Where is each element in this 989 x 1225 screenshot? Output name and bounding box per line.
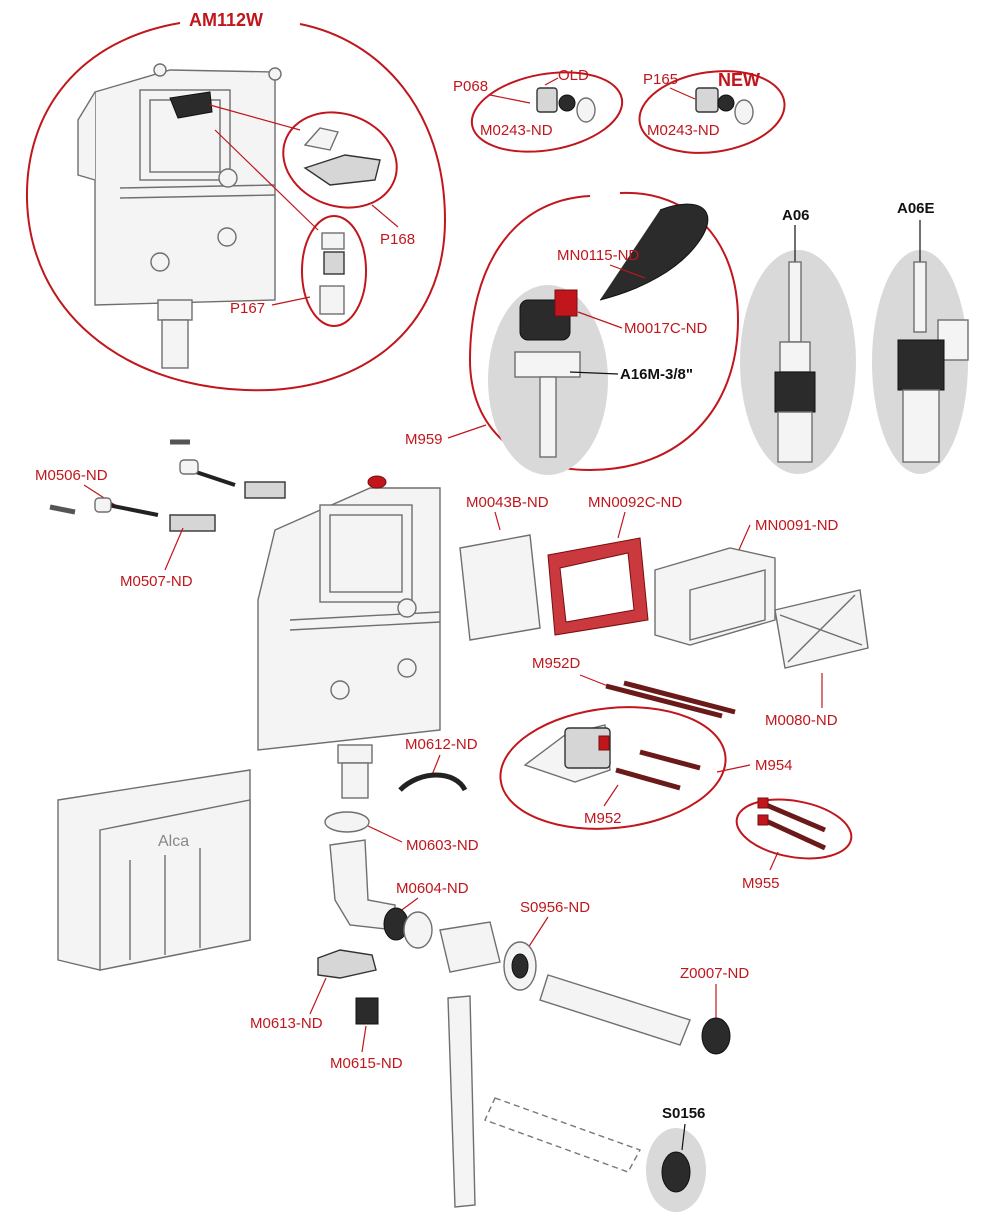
main-cistern-drawing — [257, 475, 441, 799]
m0243-new-label: M0243-ND — [647, 122, 720, 139]
old-valve-parts — [536, 87, 596, 123]
am112w-group: AM112W P168 — [25, 10, 447, 392]
a06-group: A06 — [740, 207, 856, 474]
m952-label: M952 — [584, 810, 622, 827]
a06-label: A06 — [782, 207, 810, 224]
s0156-label: S0156 — [662, 1105, 705, 1122]
new-group: P165 NEW M0243-ND — [638, 70, 786, 154]
m0017c-label: M0017C-ND — [624, 320, 708, 337]
m959-label: M959 — [405, 431, 443, 448]
m954-actuator — [523, 724, 611, 783]
m0615-clip — [355, 997, 379, 1025]
a06e-flush-valve — [897, 261, 969, 463]
m0615-label: M0615-ND — [330, 1055, 403, 1072]
m0043b-plate — [459, 534, 541, 641]
old-label: OLD — [558, 67, 589, 84]
anchor-bolts — [49, 439, 286, 532]
pipe-connector — [439, 921, 501, 973]
dashed-pipe — [484, 1097, 642, 1173]
m0604-label: M0604-ND — [396, 880, 469, 897]
s0956-label: S0956-ND — [520, 899, 590, 916]
m0080-label: M0080-ND — [765, 712, 838, 729]
m952d-label: M952D — [532, 655, 581, 672]
a06-flush-valve — [774, 261, 816, 463]
m954-label: M954 — [755, 757, 793, 774]
mn0092c-label: MN0092C-ND — [588, 494, 682, 511]
p168-clips — [303, 127, 381, 186]
new-valve-parts — [695, 87, 754, 125]
fill-valve-drawing — [514, 289, 581, 458]
m0612-label: M0612-ND — [405, 736, 478, 753]
z0007-label: Z0007-ND — [680, 965, 749, 982]
m959-group: MN0115-ND M0017C-ND A16M-3/8" M959 — [405, 191, 740, 475]
mn0115-label: MN0115-ND — [557, 247, 639, 264]
p168-label: P168 — [380, 231, 415, 248]
mn0092c-frame — [547, 537, 649, 636]
m954-oval — [499, 706, 727, 830]
old-oval — [470, 71, 624, 153]
m0506-label: M0506-ND — [35, 467, 108, 484]
drain-group: M0612-ND M0603-ND M0604-ND S0956-ND Z000… — [250, 736, 749, 1212]
alca-frame-drawing: Alca — [57, 769, 251, 971]
p168-oval — [282, 111, 398, 209]
p167-label: P167 — [230, 300, 265, 317]
a06e-label: A06E — [897, 200, 935, 217]
m0243-old-label: M0243-ND — [480, 122, 553, 139]
m955-oval — [735, 798, 853, 860]
am112w-circle — [25, 22, 447, 392]
m0613-label: M0613-ND — [250, 1015, 323, 1032]
p167-valves — [319, 232, 345, 315]
m955-label: M955 — [742, 875, 780, 892]
m0603-label: M0603-ND — [406, 837, 479, 854]
brand-logo: Alca — [158, 833, 189, 850]
cistern-small-drawing — [77, 63, 282, 369]
hose-drawing — [599, 203, 709, 301]
mn0091-box — [654, 547, 776, 646]
rods-group: M952D M954 M952 M955 — [499, 655, 853, 892]
anchors-group: M0506-ND M0507-ND — [35, 439, 286, 590]
mn0091-label: MN0091-ND — [755, 517, 839, 534]
am112w-label: AM112W — [189, 10, 263, 30]
vertical-pipe — [447, 995, 476, 1208]
a06e-group: A06E — [872, 200, 969, 474]
old-group: P068 OLD M0243-ND — [453, 67, 624, 153]
z0007-ring — [701, 1017, 731, 1055]
m0043b-label: M0043B-ND — [466, 494, 549, 511]
m0603-ring — [324, 811, 370, 833]
m0613-bracket — [317, 949, 377, 979]
new-label: NEW — [718, 70, 760, 90]
flush-plates-group: M0043B-ND MN0092C-ND MN0091-ND M0080-ND — [459, 494, 869, 729]
long-pipe — [539, 974, 691, 1046]
p167-oval — [301, 215, 367, 327]
m959-circle — [468, 191, 740, 472]
m0507-label: M0507-ND — [120, 573, 193, 590]
p068-label: P068 — [453, 78, 488, 95]
s0156-seal — [661, 1151, 691, 1193]
p165-label: P165 — [643, 71, 678, 88]
m0612-clip — [398, 772, 468, 792]
new-oval — [638, 70, 786, 154]
a16m-label: A16M-3/8" — [620, 366, 693, 383]
